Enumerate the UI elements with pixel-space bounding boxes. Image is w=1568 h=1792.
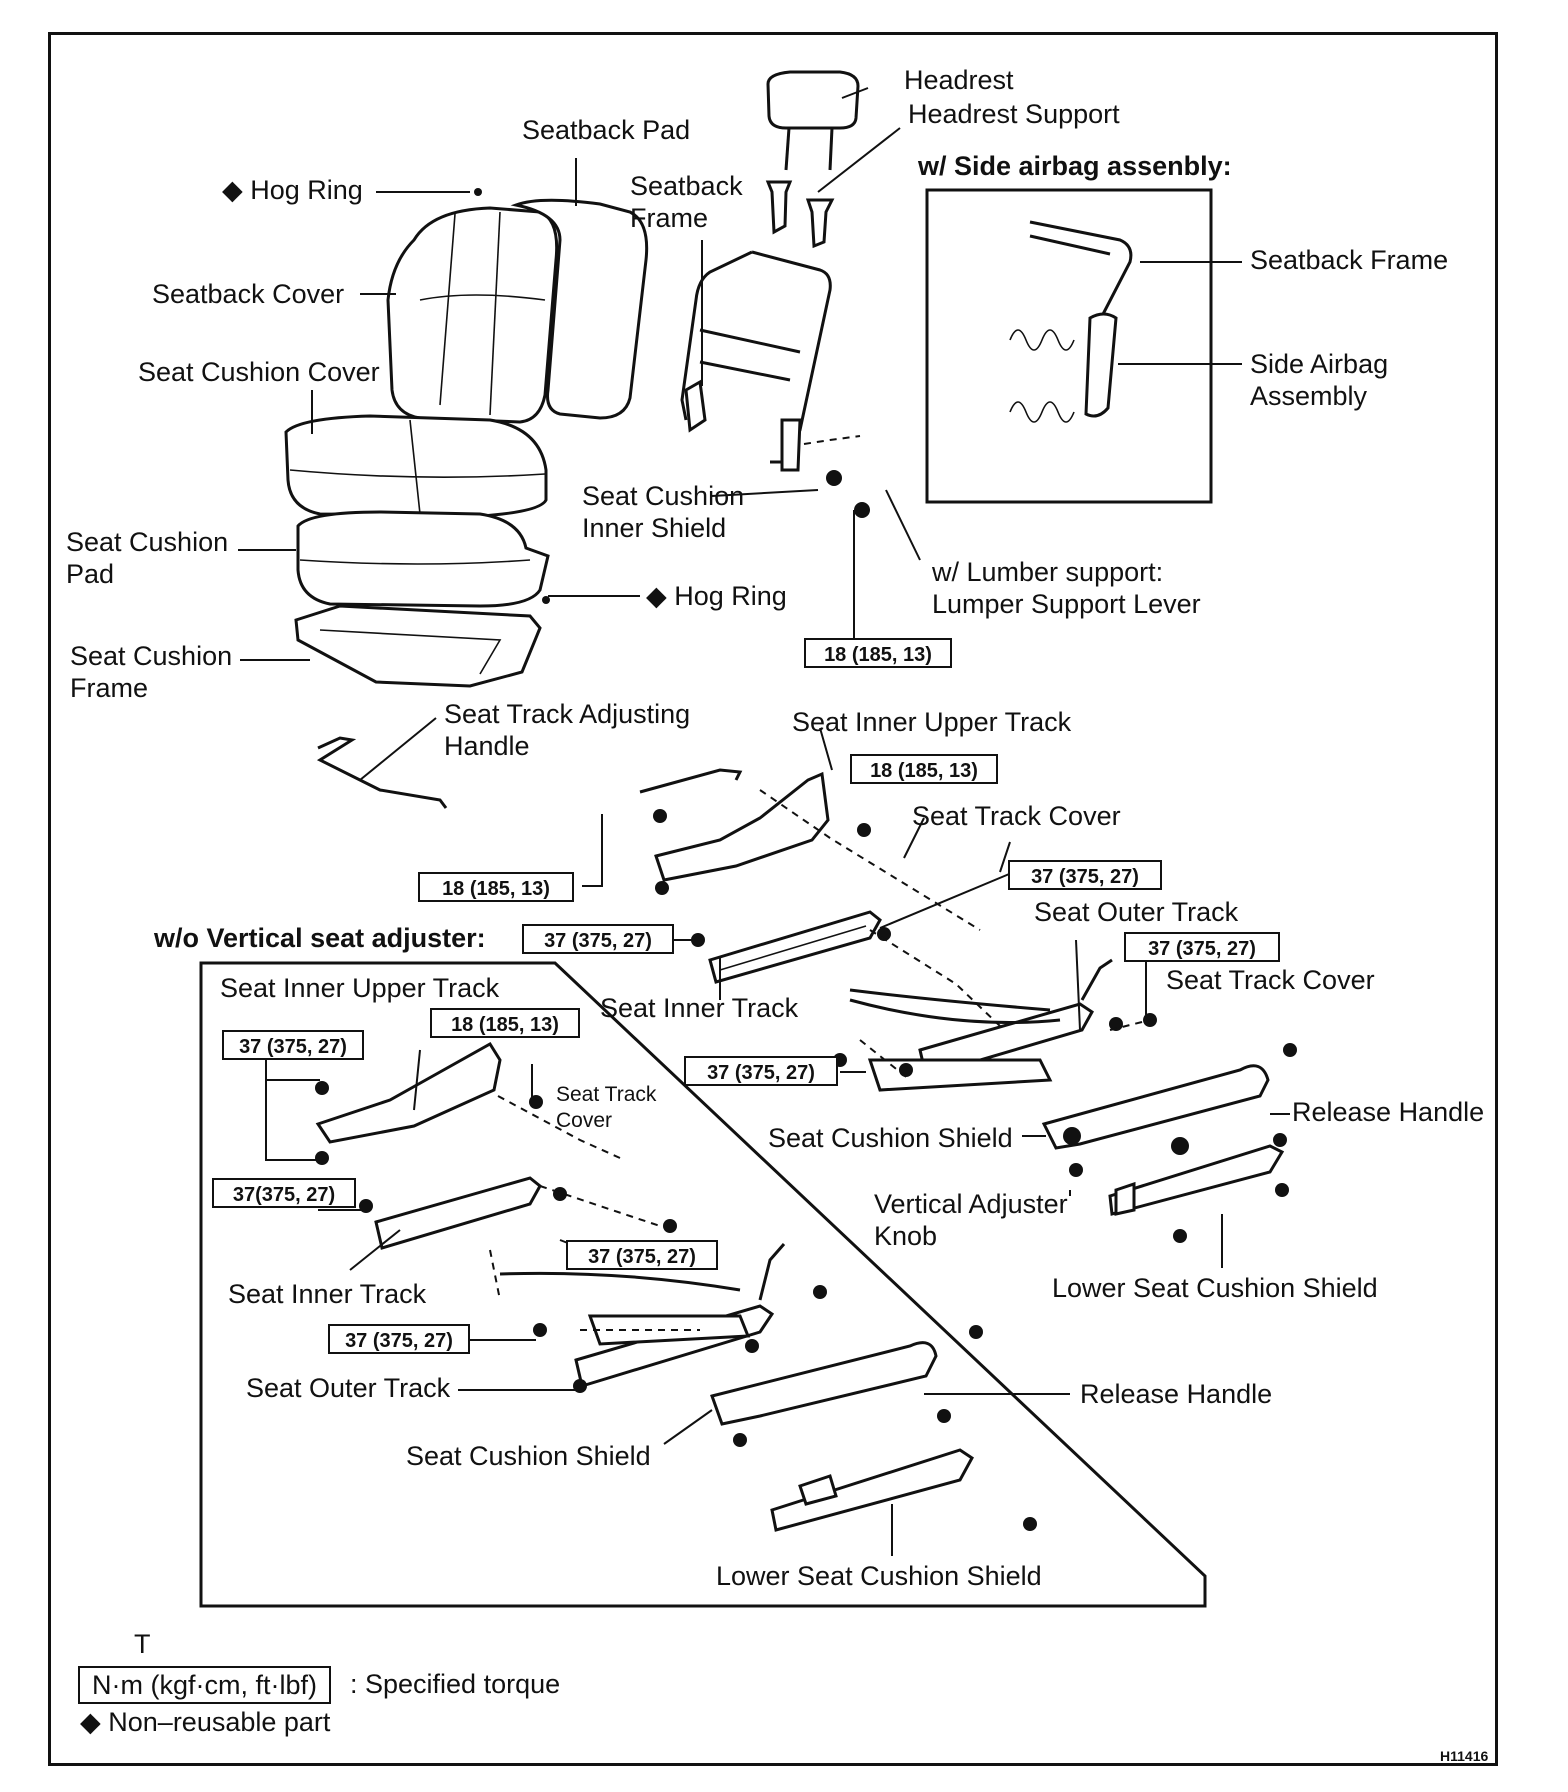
- seatback-pad-drawing: [510, 198, 649, 420]
- label-lower-seat-cushion-shield: Lower Seat Cushion Shield: [1052, 1273, 1378, 1303]
- seatback-frame-drawing: [680, 250, 832, 472]
- wo-vertical-adjuster-box: [199, 961, 1207, 1608]
- label-hog-ring-bottom: ◆ Hog Ring: [646, 581, 787, 611]
- lower-seat-cushion-shield-drawing: [1108, 1144, 1285, 1216]
- sub-lower-seat-cushion-shield-drawing: [770, 1448, 974, 1532]
- seat-cushion-shield-drawing: [1041, 1064, 1270, 1150]
- leader-lines: [238, 87, 1290, 1556]
- label-release-handle: Release Handle: [1292, 1097, 1485, 1127]
- label-hog-ring-top: ◆ Hog Ring: [222, 175, 363, 205]
- label-sub-seat-track-cover: Seat Track Cover: [556, 1083, 657, 1132]
- label-seat-track-cover-1: Seat Track Cover: [912, 801, 1121, 831]
- torque-box: 37 (375, 27): [328, 1324, 470, 1354]
- label-headrest: Headrest: [904, 65, 1014, 95]
- label-sub-lower-seat-cushion-shield: Lower Seat Cushion Shield: [716, 1561, 1042, 1591]
- side-airbag-inset-box: [925, 188, 1213, 504]
- seat-cushion-frame-drawing: [294, 604, 542, 688]
- label-side-airbag-heading: w/ Side airbag assenbly:: [918, 151, 1232, 181]
- torque-box: 37 (375, 27): [566, 1240, 718, 1270]
- label-seat-inner-upper-track: Seat Inner Upper Track: [792, 707, 1072, 737]
- label-seat-cushion-shield: Seat Cushion Shield: [768, 1123, 1013, 1153]
- label-vertical-adjuster-knob: Vertical Adjuster Knob: [874, 1189, 1068, 1251]
- fasteners: [315, 188, 1297, 1531]
- torque-box: 18 (185, 13): [418, 872, 574, 902]
- label-seatback-pad: Seatback Pad: [522, 115, 691, 145]
- label-seat-track-cover-2: Seat Track Cover: [1166, 965, 1375, 995]
- label-seat-inner-track: Seat Inner Track: [600, 993, 799, 1023]
- sub-seat-outer-track-drawing: [499, 1243, 786, 1388]
- seat-inner-track-drawing: [708, 910, 882, 984]
- seat-outer-track-drawing: [849, 958, 1113, 1092]
- label-seat-outer-track: Seat Outer Track: [1034, 897, 1239, 927]
- torque-box: 18 (185, 13): [850, 754, 998, 784]
- torque-box: 37 (375, 27): [522, 924, 674, 954]
- label-seat-cushion-inner-shield: Seat Cushion Inner Shield: [582, 481, 745, 543]
- label-lumbar-support: w/ Lumber support: Lumper Support Lever: [932, 557, 1201, 619]
- diagram-frame: [48, 32, 1498, 1766]
- seat-track-adjusting-handle-drawing: [316, 736, 448, 809]
- label-inset-seatback-frame: Seatback Frame: [1250, 245, 1449, 275]
- headrest-drawing: [766, 70, 860, 171]
- label-side-airbag-assembly: Side Airbag Assembly: [1250, 349, 1389, 411]
- seat-cushion-cover-drawing: [284, 414, 548, 518]
- label-seat-cushion-cover: Seat Cushion Cover: [138, 357, 380, 387]
- legend-non-reusable: ◆ Non–reusable part: [80, 1707, 331, 1737]
- label-sub-release-handle: Release Handle: [1080, 1379, 1273, 1409]
- label-sub-seat-outer-track: Seat Outer Track: [246, 1373, 451, 1403]
- torque-box: 18 (185, 13): [804, 638, 952, 668]
- assembly-dashed-lines: [489, 435, 1151, 1331]
- torque-box: 37(375, 27): [212, 1178, 356, 1208]
- legend-specified-torque: : Specified torque: [350, 1669, 561, 1699]
- torque-box: 18 (185, 13): [430, 1008, 580, 1038]
- headrest-support-drawing: [765, 180, 835, 249]
- sub-seat-cushion-shield-drawing: [710, 1341, 938, 1426]
- label-sub-seat-inner-track: Seat Inner Track: [228, 1279, 427, 1309]
- label-stray-t: T: [134, 1629, 151, 1659]
- sub-seat-inner-upper-track-drawing: [315, 1041, 502, 1144]
- legend-unit-box: N·m (kgf·cm, ft·lbf): [78, 1666, 331, 1704]
- torque-box: 37 (375, 27): [222, 1030, 364, 1060]
- figure-code: H11416: [1440, 1748, 1489, 1764]
- label-seatback-cover: Seatback Cover: [152, 279, 345, 309]
- seatback-cover-drawing: [386, 206, 559, 424]
- label-wo-vertical-heading: w/o Vertical seat adjuster:: [154, 923, 486, 953]
- label-sub-seat-cushion-shield: Seat Cushion Shield: [406, 1441, 651, 1471]
- torque-box: 37 (375, 27): [1124, 932, 1280, 962]
- sub-seat-inner-track-drawing: [374, 1176, 542, 1250]
- label-seat-cushion-pad: Seat Cushion Pad: [66, 527, 229, 589]
- label-headrest-support: Headrest Support: [908, 99, 1120, 129]
- inset-airbag-drawing: [1009, 220, 1133, 423]
- label-seat-track-adjusting-handle: Seat Track Adjusting Handle: [444, 699, 691, 761]
- torque-box: 37 (375, 27): [684, 1056, 838, 1086]
- seat-inner-upper-track-drawing: [639, 768, 830, 882]
- label-seat-cushion-frame: Seat Cushion Frame: [70, 641, 233, 703]
- torque-box: 37 (375, 27): [1008, 860, 1162, 890]
- label-sub-seat-inner-upper-track: Seat Inner Upper Track: [220, 973, 500, 1003]
- label-seatback-frame: Seatback Frame: [630, 171, 743, 233]
- seat-cushion-pad-drawing: [296, 510, 550, 608]
